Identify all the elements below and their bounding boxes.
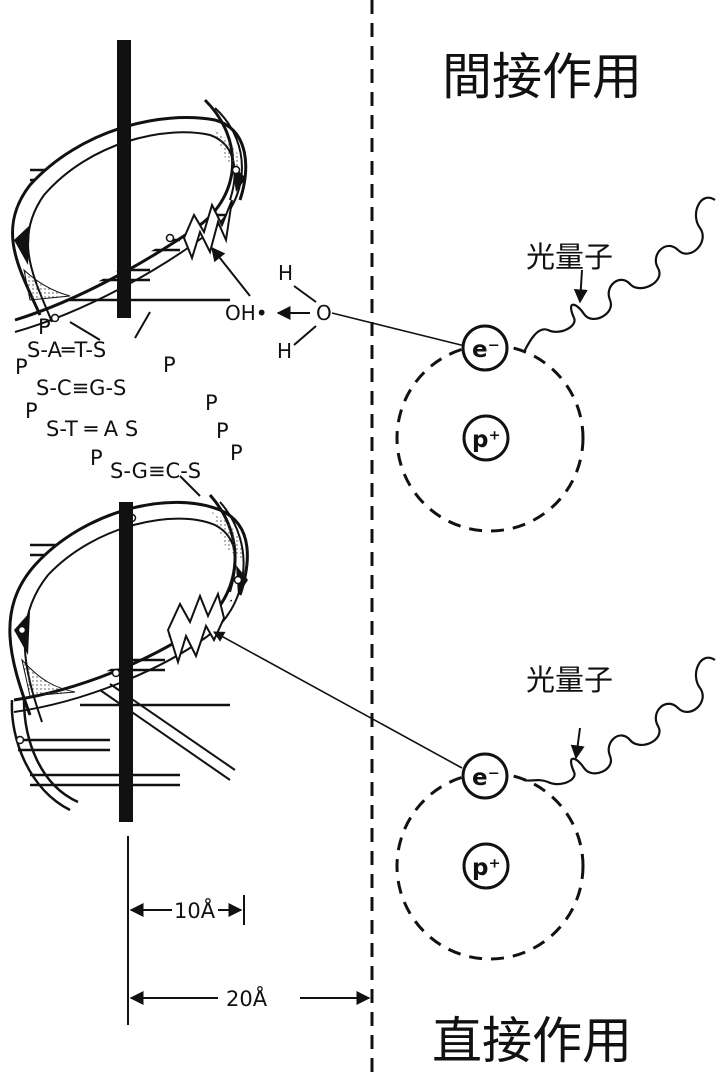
atom-bottom: e⁻ p⁺ [213, 631, 585, 961]
dim-10-label: 10Å [174, 897, 216, 923]
photon-top: 光量子 [523, 196, 716, 353]
phosphate-label: P [15, 355, 28, 379]
photon-wave-top [523, 196, 716, 353]
electron [461, 324, 509, 372]
phosphate-label: P [230, 441, 243, 465]
electron-to-water-line [331, 312, 466, 347]
dimension-markers: 10Å 20Å [127, 836, 371, 1025]
hydroxyl-radical: OH• [225, 301, 268, 325]
water-molecule: H O H OH• [211, 246, 466, 363]
phosphate-label: P [25, 399, 38, 423]
proton-label: p⁺ [472, 427, 501, 453]
phosphate-label: P [38, 315, 51, 339]
dna-helix-upper [11, 40, 248, 333]
electron-label: e⁻ [472, 765, 500, 791]
water-h-bottom: H [277, 339, 292, 363]
proton [462, 414, 510, 462]
direct-action-title: 直接作用 [432, 1012, 632, 1070]
arrow-oh-to-dna [211, 246, 251, 297]
indirect-action-title: 間接作用 [442, 48, 642, 106]
photon-label-top: 光量子 [526, 240, 613, 274]
phosphate-label: P [90, 446, 103, 470]
photon-arrow-top [573, 269, 588, 304]
proton [462, 842, 510, 890]
photon-label-bottom: 光量子 [526, 663, 613, 697]
water-h-top: H [278, 261, 293, 285]
arrow-electron-to-dna [213, 631, 463, 769]
phosphate-label: P [163, 353, 176, 377]
phosphate-label: P [216, 419, 229, 443]
electron-orbit [395, 343, 585, 533]
proton-label: p⁺ [472, 855, 501, 881]
electron [461, 752, 509, 800]
dna-helix-lower [8, 494, 249, 822]
electron-label: e⁻ [472, 337, 500, 363]
electron-orbit [395, 771, 585, 961]
base-pair-1: S-A═T-S [27, 338, 106, 362]
base-pair-3: S-T ═ A S [46, 417, 138, 441]
base-pair-4: S-G≡C-S [110, 459, 201, 483]
base-pair-ladder: S-A═T-S S-C≡G-S S-T ═ A S S-G≡C-S P P P … [15, 311, 243, 497]
base-pair-2: S-C≡G-S [36, 376, 126, 400]
photon-wave-bottom [523, 656, 716, 786]
phosphate-label: P [205, 391, 218, 415]
water-o: O [316, 301, 332, 325]
photon-arrow-bottom [570, 727, 585, 760]
dim-20-label: 20Å [226, 985, 268, 1011]
atom-top: e⁻ p⁺ [395, 324, 585, 533]
photon-bottom: 光量子 [523, 656, 716, 786]
